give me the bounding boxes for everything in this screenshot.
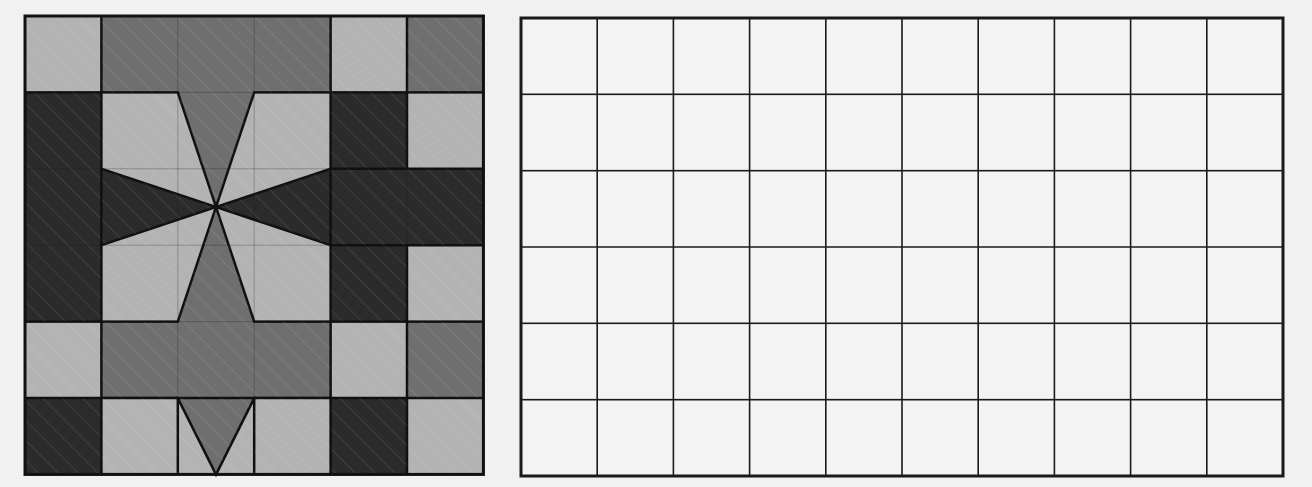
light-square-bottom-2-texture	[254, 398, 330, 474]
dark-corner-bottom-left-texture	[25, 398, 101, 474]
dark-corner-bottom-right-texture	[331, 398, 407, 474]
blank-grid	[521, 18, 1283, 476]
light-square-bottom-1-texture	[101, 398, 177, 474]
medium-square-mid-right-texture	[407, 322, 483, 398]
dark-column-left-texture	[25, 92, 101, 321]
medium-square-top-right-texture	[407, 16, 483, 92]
quilt-pattern	[25, 16, 483, 474]
